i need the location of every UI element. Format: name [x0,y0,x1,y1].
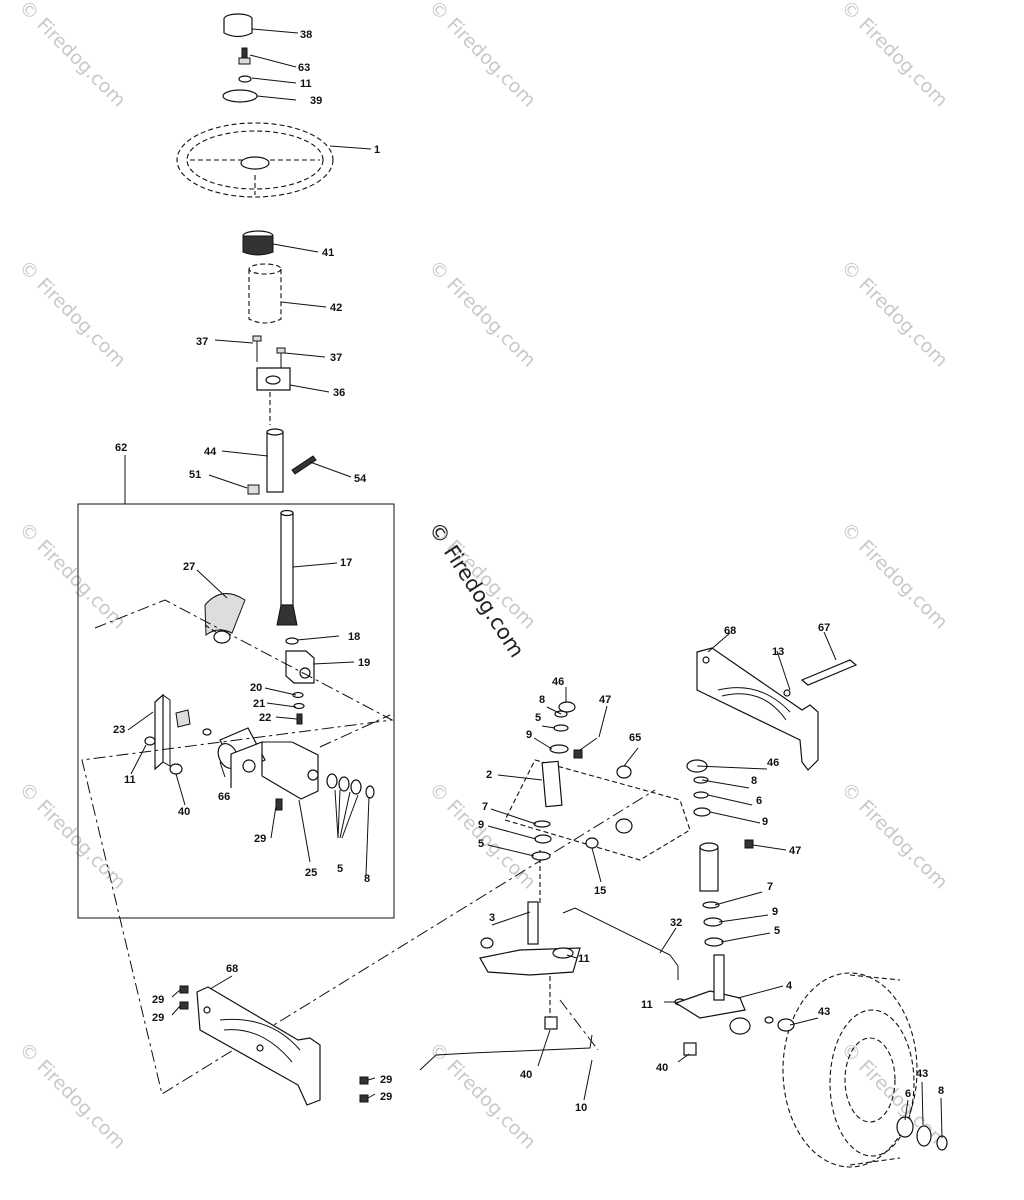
callout-6: 6 [756,795,762,807]
callout-66: 66 [218,791,230,803]
callout-11: 11 [578,953,590,965]
frame-bracket-right [696,647,858,771]
callout-36: 36 [333,387,345,399]
copyright-mark: © Firedog.com [424,518,529,662]
callout-46: 46 [552,676,564,688]
callout-38: 38 [300,29,312,41]
callout-20: 20 [250,682,262,694]
steering-gear-box [77,455,395,919]
frame-bracket-left [179,985,369,1106]
callout-22: 22 [259,712,271,724]
watermark: © Firedog.com [836,0,951,111]
callout-29: 29 [380,1074,392,1086]
leader-lines [127,28,943,1139]
callout-6: 6 [905,1088,911,1100]
watermark: © Firedog.com [14,778,129,893]
callout-8: 8 [539,694,545,706]
watermark: © Firedog.com [14,518,129,633]
watermark: © Firedog.com [14,1038,129,1153]
callout-25: 25 [305,867,317,879]
callout-2: 2 [486,769,492,781]
steering-column-upper [176,13,334,495]
callout-8: 8 [938,1085,944,1097]
callout-7: 7 [767,881,773,893]
assembly-lines [81,599,656,1095]
callout-18: 18 [348,631,360,643]
callout-40: 40 [520,1069,532,1081]
callout-43: 43 [818,1006,830,1018]
watermark: © Firedog.com [424,0,539,111]
front-axle-assembly [419,701,754,1071]
watermark: © Firedog.com [424,1038,539,1153]
watermark: © Firedog.com [836,256,951,371]
callout-43: 43 [916,1068,928,1080]
callout-23: 23 [113,724,125,736]
watermark: © Firedog.com [14,256,129,371]
callout-5: 5 [774,925,780,937]
callout-42: 42 [330,302,342,314]
callout-15: 15 [594,885,606,897]
callout-5: 5 [478,838,484,850]
callout-13: 13 [772,646,784,658]
callout-5: 5 [337,863,343,875]
callout-11: 11 [641,999,653,1011]
callout-68: 68 [226,963,238,975]
callout-27: 27 [183,561,195,573]
callout-21: 21 [253,698,265,710]
callout-46: 46 [767,757,779,769]
callout-3: 3 [489,912,495,924]
callout-39: 39 [310,95,322,107]
callout-37: 37 [330,352,342,364]
callout-62: 62 [115,442,127,454]
callout-44: 44 [204,446,217,458]
callout-47: 47 [599,694,611,706]
callout-9: 9 [526,729,532,741]
callout-11: 11 [124,774,136,786]
callout-8: 8 [751,775,757,787]
callout-labels: 38 63 11 39 1 41 42 37 37 36 44 54 51 62… [113,29,944,1114]
callout-29: 29 [152,1012,164,1024]
callout-9: 9 [772,906,778,918]
callout-65: 65 [629,732,641,744]
callout-47: 47 [789,845,801,857]
callout-32: 32 [670,917,682,929]
callout-9: 9 [762,816,768,828]
callout-40: 40 [656,1062,668,1074]
front-wheel [764,972,948,1168]
callout-17: 17 [340,557,352,569]
watermark: © Firedog.com [836,1038,951,1153]
callout-41: 41 [322,247,334,259]
watermark: © Firedog.com [14,0,129,111]
watermark: © Firedog.com [836,518,951,633]
callout-29: 29 [380,1091,392,1103]
callout-1: 1 [374,144,380,156]
callout-63: 63 [298,62,310,74]
callout-5: 5 [535,712,541,724]
callout-10: 10 [575,1102,587,1114]
callout-9: 9 [478,819,484,831]
callout-68: 68 [724,625,736,637]
callout-67: 67 [818,622,830,634]
callout-54: 54 [354,473,367,485]
callout-8: 8 [364,873,370,885]
callout-11: 11 [300,78,312,90]
callout-37: 37 [196,336,208,348]
watermark: © Firedog.com [836,778,951,893]
callout-7: 7 [482,801,488,813]
callout-29: 29 [152,994,164,1006]
callout-19: 19 [358,657,370,669]
callout-4: 4 [786,980,793,992]
watermark: © Firedog.com [424,256,539,371]
callout-40: 40 [178,806,190,818]
callout-51: 51 [189,469,201,481]
callout-29: 29 [254,833,266,845]
